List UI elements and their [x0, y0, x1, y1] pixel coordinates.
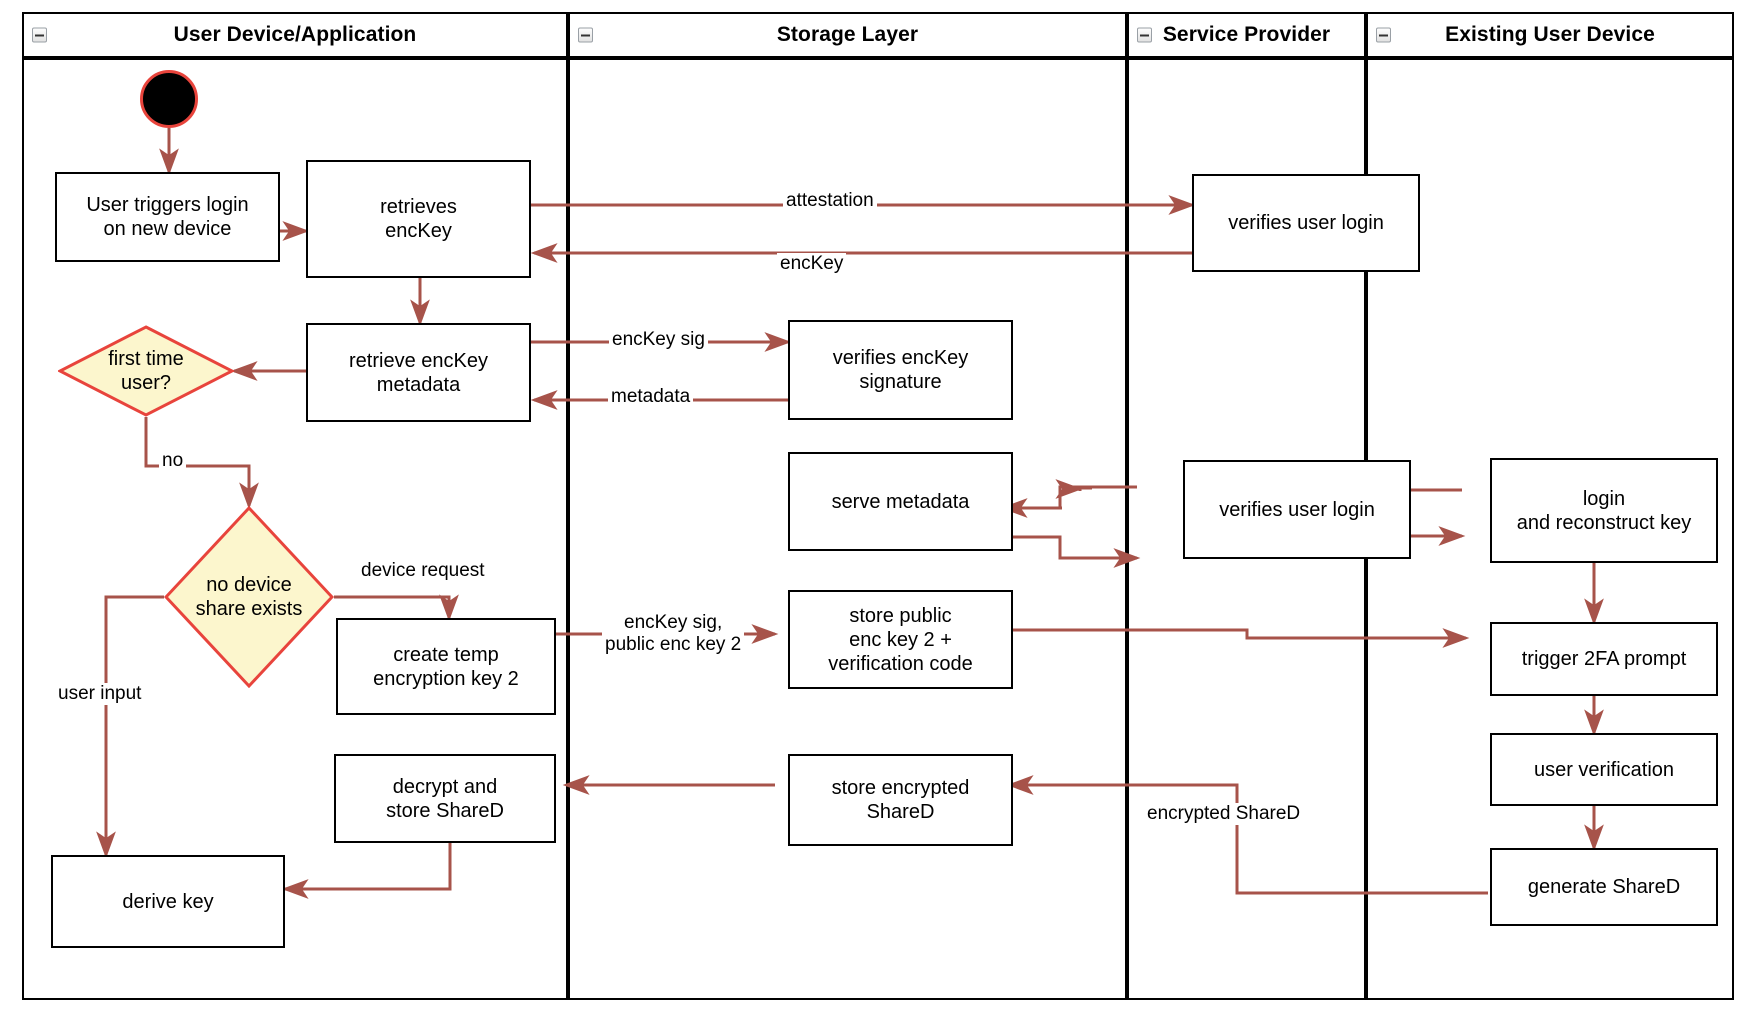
- edge-label-metadata: metadata: [608, 386, 694, 408]
- lane-header-service-provider[interactable]: Service Provider: [1127, 12, 1366, 58]
- lane-title-user-device: User Device/Application: [173, 23, 417, 46]
- edge-label-no: no: [159, 450, 187, 472]
- lane-header-existing-user-device[interactable]: Existing User Device: [1366, 12, 1734, 58]
- node-create-temp-encryption-key-2[interactable]: create temp encryption key 2: [336, 618, 556, 715]
- lane-title-existing-user-device: Existing User Device: [1445, 23, 1655, 46]
- node-verifies-user-login-top[interactable]: verifies user login: [1192, 174, 1420, 272]
- edge-label-device-request: device request: [358, 560, 488, 582]
- collapse-minus-icon[interactable]: [1376, 27, 1391, 43]
- lane-header-storage-layer[interactable]: Storage Layer: [568, 12, 1127, 58]
- node-retrieve-enckey-metadata[interactable]: retrieve encKey metadata: [306, 323, 531, 422]
- node-user-verification[interactable]: user verification: [1490, 733, 1718, 806]
- node-login-and-reconstruct-key[interactable]: login and reconstruct key: [1490, 458, 1718, 563]
- node-decrypt-and-store-shared[interactable]: decrypt and store ShareD: [334, 754, 556, 843]
- node-store-encrypted-shared[interactable]: store encrypted ShareD: [788, 754, 1013, 846]
- decision-no-device-share-exists[interactable]: no device share exists: [164, 506, 334, 688]
- decision-first-time-user[interactable]: first time user?: [58, 325, 234, 417]
- node-derive-key[interactable]: derive key: [51, 855, 285, 948]
- edge-label-enckey: encKey: [777, 253, 847, 275]
- edge-label-encrypted-shared: encrypted ShareD: [1144, 803, 1304, 825]
- collapse-minus-icon[interactable]: [32, 27, 47, 43]
- node-user-triggers-login[interactable]: User triggers login on new device: [55, 172, 280, 262]
- node-serve-metadata[interactable]: serve metadata: [788, 452, 1013, 551]
- node-verifies-enckey-signature[interactable]: verifies encKey signature: [788, 320, 1013, 420]
- collapse-minus-icon[interactable]: [578, 27, 593, 43]
- edge-label-enckey-sig: encKey sig: [609, 329, 708, 351]
- initial-node: [140, 70, 198, 128]
- node-store-public-enc-key-2[interactable]: store public enc key 2 + verification co…: [788, 590, 1013, 689]
- node-retrieves-enckey[interactable]: retrieves encKey: [306, 160, 531, 278]
- node-trigger-2fa-prompt[interactable]: trigger 2FA prompt: [1490, 622, 1718, 696]
- lane-body-user-device: [22, 58, 568, 1000]
- lane-header-user-device[interactable]: User Device/Application: [22, 12, 568, 58]
- collapse-minus-icon[interactable]: [1137, 27, 1152, 43]
- decision-label-first-time-user: first time user?: [108, 348, 184, 394]
- decision-label-no-device-share-exists: no device share exists: [195, 574, 303, 620]
- lane-title-storage-layer: Storage Layer: [776, 23, 919, 46]
- lane-title-service-provider: Service Provider: [1162, 23, 1331, 46]
- lane-body-storage-layer: [568, 58, 1127, 1000]
- edge-label-enckey-sig-public-enc-key-2: encKey sig, public enc key 2: [602, 612, 745, 656]
- node-generate-shared[interactable]: generate ShareD: [1490, 848, 1718, 926]
- node-verifies-user-login-mid[interactable]: verifies user login: [1183, 460, 1411, 559]
- edge-label-attestation: attestation: [783, 190, 877, 212]
- edge-label-user-input: user input: [55, 683, 145, 705]
